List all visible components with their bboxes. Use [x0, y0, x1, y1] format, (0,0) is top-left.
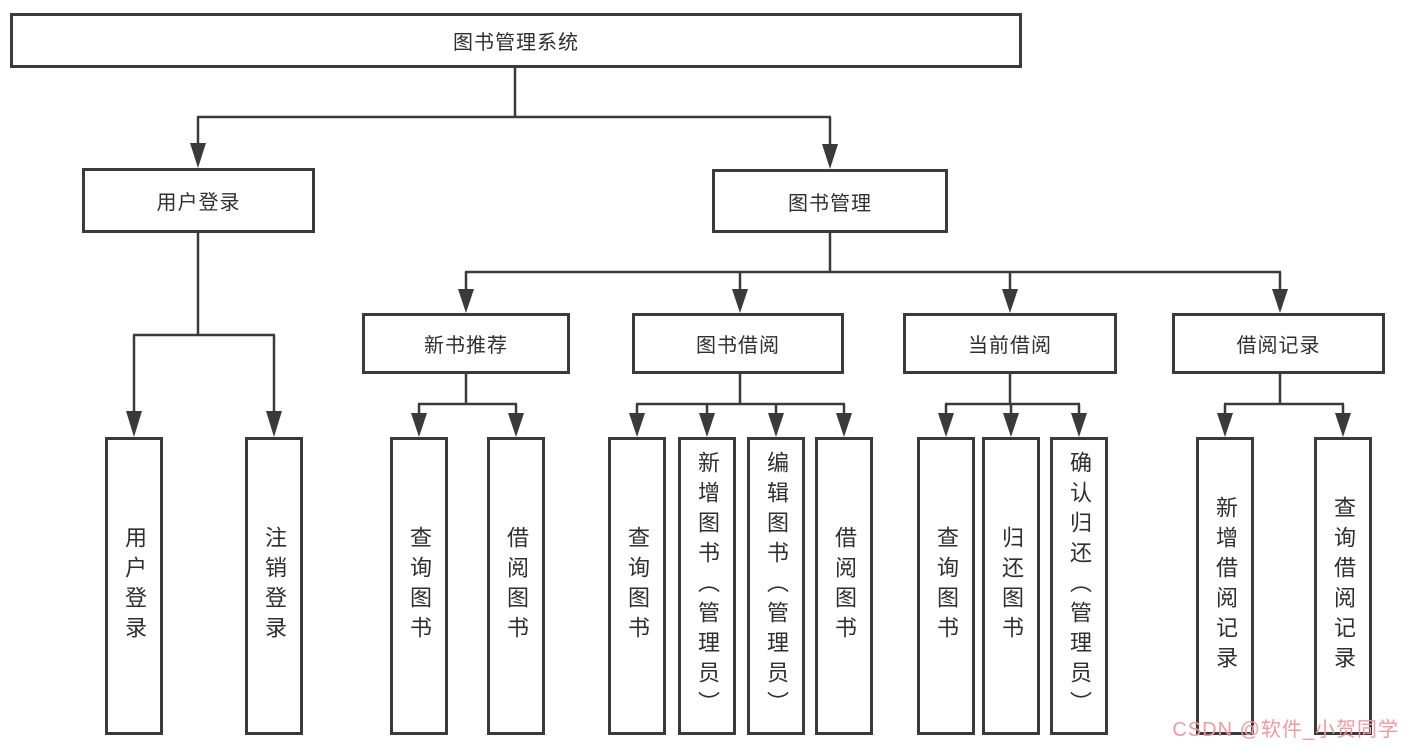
node-label: 新增借阅记录: [1213, 496, 1238, 676]
leaf-logout-login: 注销登录: [245, 437, 303, 735]
csdn-watermark: CSDN @软件_小贺同学: [1172, 719, 1399, 741]
node-label: 图书管理系统: [453, 32, 579, 54]
node-book-management: 图书管理: [712, 169, 948, 233]
node-label: 编辑图书（管理员）: [764, 451, 789, 721]
node-book-borrowing: 图书借阅: [632, 313, 844, 374]
leaf-search-borrow-record: 查询借阅记录: [1314, 437, 1372, 735]
node-new-book-recommendation: 新书推荐: [362, 313, 570, 374]
leaf-search-books-recommend: 查询图书: [390, 437, 448, 735]
leaf-add-borrow-record: 新增借阅记录: [1196, 437, 1254, 735]
arrowheads: [126, 143, 1351, 437]
node-label: 借阅记录: [1236, 335, 1321, 357]
leaf-borrow-books-recommend: 借阅图书: [487, 437, 545, 735]
node-label: 注销登录: [262, 526, 287, 646]
node-label: 用户登录: [122, 526, 147, 646]
node-label: 借阅图书: [504, 526, 529, 646]
node-label: 查询图书: [934, 526, 959, 646]
leaf-confirm-return-admin: 确认归还（管理员）: [1050, 437, 1108, 735]
node-borrowing-records: 借阅记录: [1172, 313, 1385, 374]
leaf-search-books-current: 查询图书: [917, 437, 975, 735]
leaf-add-books-admin: 新增图书（管理员）: [678, 437, 736, 735]
node-label: 借阅图书: [832, 526, 857, 646]
leaf-return-books: 归还图书: [982, 437, 1040, 735]
leaf-borrow-books: 借阅图书: [815, 437, 873, 735]
node-label: 新书推荐: [424, 335, 508, 357]
node-label: 查询图书: [407, 526, 432, 646]
leaf-search-books-borrowing: 查询图书: [608, 437, 666, 735]
leaf-user-login: 用户登录: [105, 437, 163, 735]
node-library-management-system: 图书管理系统: [10, 13, 1022, 68]
node-label: 确认归还（管理员）: [1067, 451, 1092, 721]
node-label: 图书管理: [788, 192, 872, 215]
node-label: 用户登录: [156, 192, 241, 214]
node-label: 当前借阅: [968, 335, 1052, 357]
node-label: 查询图书: [625, 526, 650, 646]
node-label: 图书借阅: [696, 335, 780, 357]
node-label: 新增图书（管理员）: [695, 451, 720, 721]
node-current-borrowing: 当前借阅: [903, 313, 1117, 374]
node-label: 归还图书: [999, 526, 1024, 646]
node-user-login: 用户登录: [82, 168, 315, 233]
node-label: 查询借阅记录: [1331, 496, 1356, 676]
leaf-edit-books-admin: 编辑图书（管理员）: [747, 437, 805, 735]
